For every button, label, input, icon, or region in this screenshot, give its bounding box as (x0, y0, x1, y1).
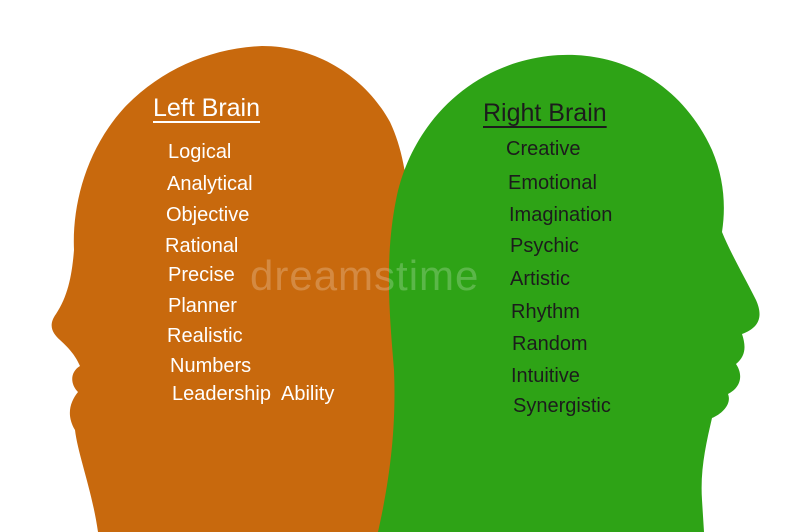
right-brain-item: Random (512, 333, 588, 355)
right-brain-heading: Right Brain (483, 99, 607, 127)
left-head-silhouette (51, 46, 427, 532)
right-brain-item: Intuitive (511, 365, 580, 387)
right-brain-item: Emotional (508, 172, 597, 194)
left-brain-item: Numbers (170, 355, 252, 377)
left-brain-item: Rational (165, 235, 239, 257)
right-brain-item: Artistic (510, 268, 570, 290)
left-brain-heading: Left Brain (153, 94, 261, 122)
right-brain-item: Creative (506, 138, 581, 160)
left-brain-item: Objective (166, 204, 250, 226)
left-brain-item: Leadership Ability (172, 383, 335, 405)
watermark-text: dreamstime (250, 252, 480, 299)
right-brain-item: Psychic (510, 235, 579, 257)
left-brain-item: Planner (168, 295, 237, 317)
left-brain-item: Logical (168, 141, 232, 163)
right-brain-item: Synergistic (513, 395, 611, 417)
left-brain-item: Realistic (167, 325, 243, 347)
left-brain-item: Precise (168, 264, 235, 286)
right-brain-item: Rhythm (511, 301, 580, 323)
left-brain-item: Analytical (167, 173, 253, 195)
right-brain-item: Imagination (509, 204, 613, 226)
right-head-silhouette (378, 54, 760, 532)
